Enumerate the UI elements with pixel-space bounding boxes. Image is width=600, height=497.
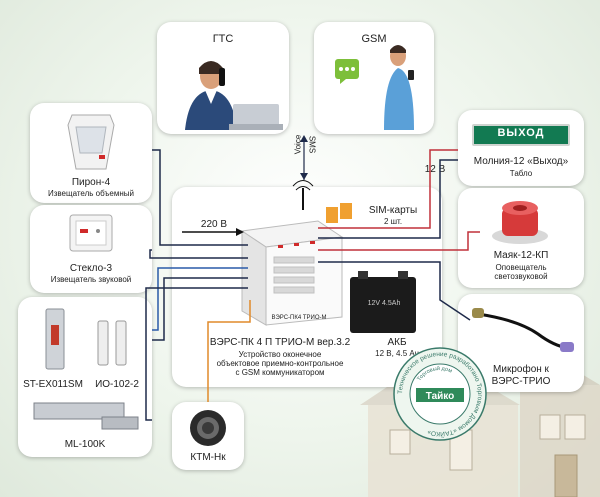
device-desc-2: объектовое приемно-контрольное [216, 359, 344, 368]
device-desc-1: Устройство оконечное [238, 350, 322, 359]
device-brand-label: ВЭРС-ПК4 ТРИО-М [271, 315, 327, 321]
access-card: ST-EX011SM ИО-102-2 ML-100K [18, 297, 152, 457]
exit-sign-panel [472, 124, 570, 146]
device-name: ВЭРС-ПК 4 П ТРИО-М вер.3.2 [209, 337, 351, 348]
link-down-arrow [300, 173, 308, 180]
device-desc-3: с GSM коммуникатором [235, 368, 325, 377]
magnet-contact-label: ИО-102-2 [95, 379, 139, 390]
power-arrow [236, 228, 244, 236]
operator-phone-icon [185, 61, 283, 130]
gts-label: ГТС [212, 33, 234, 45]
glass-break-detector-icon [69, 214, 113, 252]
piron-card: Пирон-4 Извещатель объемный [30, 103, 152, 203]
battery-spec: 12 В, 4.5 Ач [375, 349, 419, 358]
steklo-name: Стекло-3 [69, 263, 113, 274]
exit-button-icon [45, 308, 65, 370]
antenna-icon [292, 180, 314, 210]
wire-exit-sign [318, 149, 458, 229]
steklo-desc: Извещатель звуковой [50, 275, 132, 284]
volt-label: 12 В [424, 164, 446, 175]
message-icon [335, 59, 359, 84]
control-panel-device-icon [240, 220, 344, 326]
wire-piron [152, 149, 248, 246]
sim-qty: 2 шт. [383, 217, 403, 226]
stamp-center-text: Тайко [426, 391, 455, 402]
wire-ktm [207, 300, 251, 402]
power-label: 220 В [200, 219, 228, 230]
wire-microphone [318, 261, 471, 321]
wire-mayak [318, 231, 480, 251]
ktm-label: КТМ-Нк [190, 452, 226, 463]
piron-name: Пирон-4 [71, 177, 111, 188]
gsm-label: GSM [361, 33, 387, 45]
mayak-card: Маяк-12-КП Оповещатель светозвуковой [458, 188, 584, 288]
mayak-desc-2: светозвуковой [494, 272, 548, 281]
sim-cards-icon [326, 203, 352, 223]
company-stamp: Техническое решение разработано Торговым… [393, 347, 487, 441]
sim-label: SIM-карты [368, 205, 418, 216]
lock-label: ML-100K [64, 439, 106, 450]
touch-memory-reader-icon [190, 410, 226, 446]
exit-sign-text: ВЫХОД [497, 127, 545, 139]
gsm-card: GSM [314, 22, 434, 134]
central-card: SIM-карты 2 шт. 220 В ВЭРС-ПК4 ТРИО-М 12… [172, 187, 442, 387]
battery-name: АКБ [387, 337, 407, 348]
wire-access-1 [152, 267, 248, 331]
mic-label-2: ВЭРС-ТРИО [491, 376, 551, 387]
wire-lock [145, 287, 248, 421]
battery-icon [350, 271, 416, 333]
magnet-contact-icon [97, 320, 127, 366]
wire-steklo [149, 249, 248, 259]
piron-desc: Извещатель объемный [47, 189, 135, 198]
link-up-arrow [300, 135, 308, 142]
exit-sign-name: Молния-12 «Выход» [473, 156, 569, 167]
exit-sign-card: ВЫХОД Молния-12 «Выход» Табло [458, 110, 584, 186]
wire-access-2 [152, 277, 248, 341]
exit-button-label: ST-EX011SM [23, 379, 83, 390]
person-with-phone-icon [384, 45, 414, 130]
siren-strobe-icon [492, 201, 548, 244]
exit-sign-desc: Табло [509, 169, 533, 178]
steklo-card: Стекло-3 Извещатель звуковой [30, 205, 152, 293]
microphone-icon [472, 308, 574, 352]
mayak-name: Маяк-12-КП [493, 250, 549, 261]
mayak-desc-1: Оповещатель [495, 263, 547, 272]
wire-exit-sign-2 [318, 159, 458, 239]
magnetic-lock-icon [33, 402, 139, 430]
ktm-card: КТМ-Нк [172, 402, 244, 470]
mic-label-1: Микрофон к [493, 364, 549, 375]
gts-card: ГТС [157, 22, 289, 134]
battery-marking: 12V 4.5Ah [367, 300, 401, 307]
motion-detector-icon [67, 114, 115, 170]
